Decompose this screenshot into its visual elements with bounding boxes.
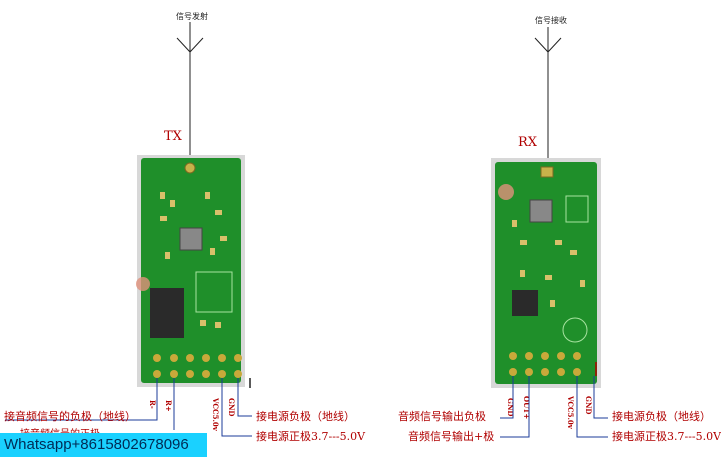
tx-pin-label-2: R+: [164, 400, 173, 412]
rx-pin-label-2: OUT+: [522, 396, 531, 419]
tx-module-label: TX: [164, 129, 183, 144]
rx-crystal: [565, 195, 589, 223]
tx-pin-label-3: VCC5.0v: [211, 397, 220, 432]
contact-banner: Whatsapp+8615802678096: [0, 433, 207, 457]
tx-wires: [5, 378, 252, 437]
rx-wires: [500, 376, 608, 438]
tx-antenna-icon: [176, 22, 204, 168]
tx-pin-label-1: R-: [148, 400, 157, 409]
tx-antenna-pad: [184, 162, 196, 174]
tx-pcb: [141, 158, 241, 383]
rx-chip: [529, 199, 553, 223]
rx-antenna-label: 信号接收: [535, 15, 567, 25]
tx-label-power-neg: 接电源负极（地线）: [256, 409, 355, 423]
tx-label-power-pos: 接电源正极3.7---5.0V: [256, 429, 366, 443]
rx-pin-label-3: VCC5.0v: [566, 395, 575, 430]
rx-ic: [512, 290, 538, 316]
rx-antenna-icon: [534, 27, 562, 172]
rx-label-audio-out-neg: 音频信号输出负极: [398, 409, 486, 423]
tx-pin-row: [153, 354, 242, 378]
rx-module-label: RX: [518, 135, 538, 150]
tx-chip: [179, 227, 203, 251]
tx-ic: [150, 288, 184, 338]
tx-outline-block: [195, 271, 233, 313]
rx-pcb: [495, 162, 597, 384]
tx-pin-label-4: GND: [227, 398, 236, 416]
tx-mount-hole: [136, 277, 150, 291]
rx-label-power-neg: 接电源负极（地线）: [612, 409, 711, 423]
rx-mount-hole: [498, 184, 514, 200]
rx-cap-outline: [562, 317, 588, 343]
tx-label-audio-neg: 接音频信号的负极（地线）: [4, 409, 136, 423]
rx-label-power-pos: 接电源正极3.7---5.0V: [612, 429, 721, 443]
rx-pin-label-1: GND: [506, 398, 515, 416]
rx-pin-row: [509, 352, 581, 376]
tx-components: [160, 192, 227, 328]
rx-label-audio-out-pos: 音频信号输出+极: [408, 429, 494, 443]
tx-antenna-label: 信号发射: [176, 11, 208, 21]
rx-antenna-pad: [540, 166, 554, 178]
rx-components: [512, 220, 585, 307]
rx-pin-label-4: GND: [584, 396, 593, 414]
